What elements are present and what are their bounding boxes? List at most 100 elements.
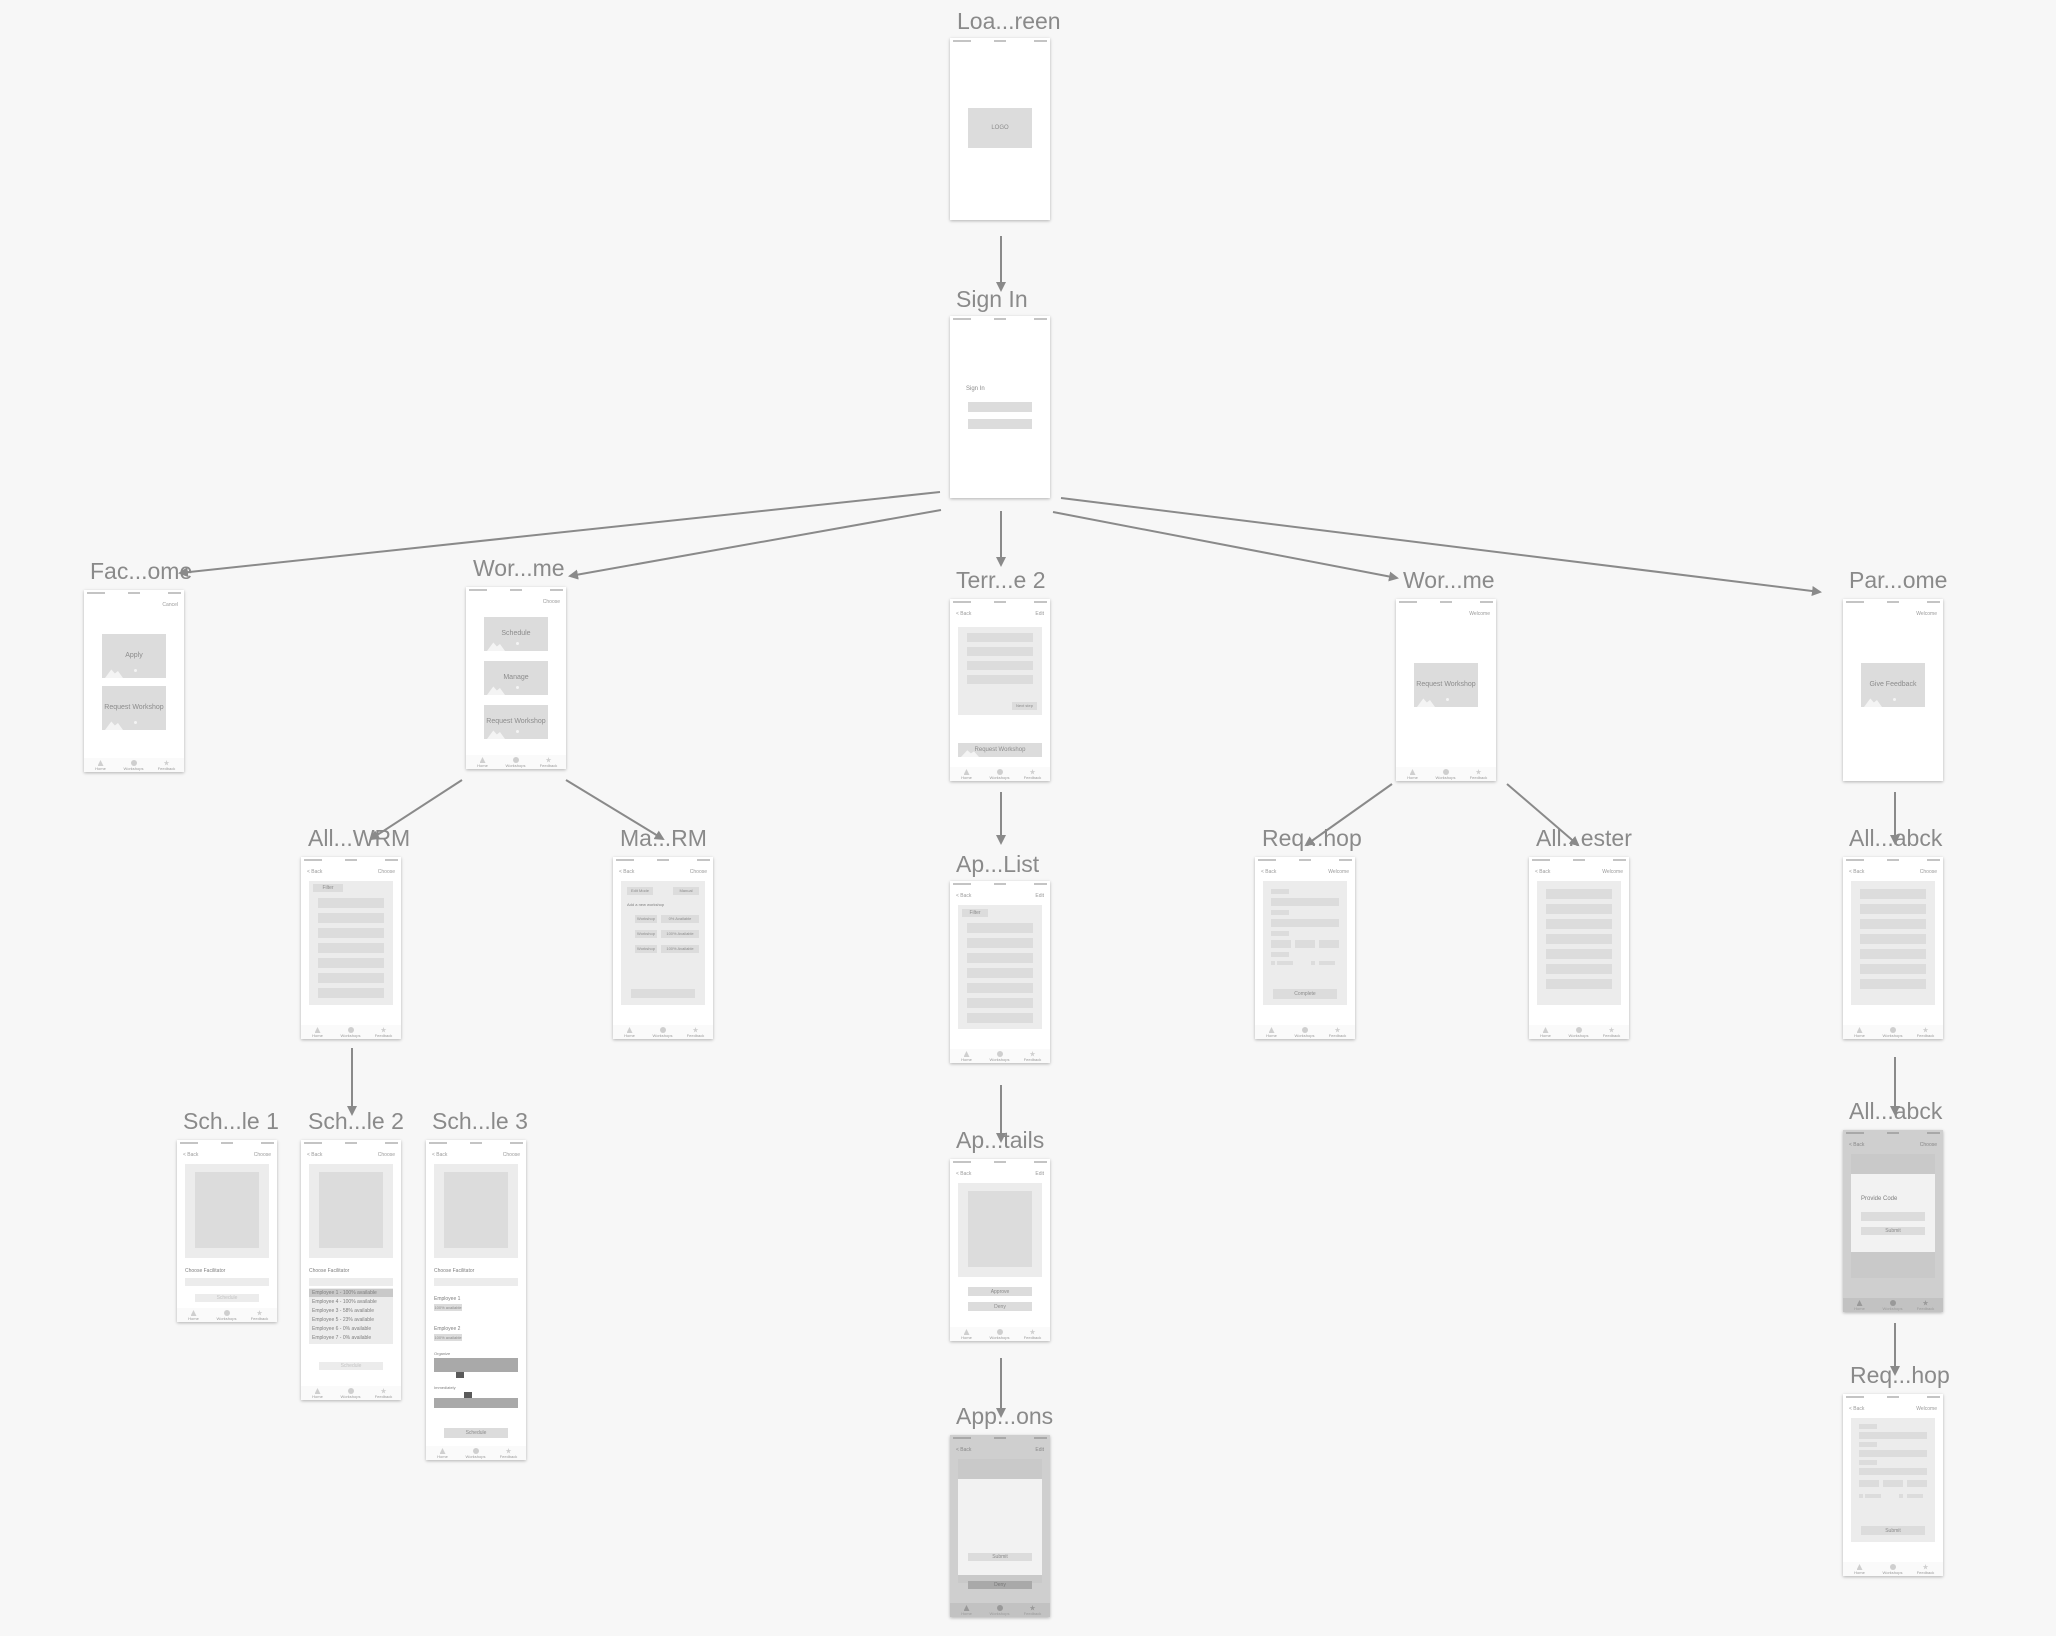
tab-workshops[interactable]: Workshops [334, 1388, 367, 1399]
tab-workshops[interactable]: Workshops [646, 1027, 679, 1038]
edit-mode-toggle[interactable]: Edit Mode [627, 887, 653, 895]
filter-chip[interactable]: Filter [313, 884, 343, 892]
tab-workshops[interactable]: Workshops [459, 1448, 492, 1459]
tab-home[interactable]: Home [950, 1605, 983, 1616]
nav-left[interactable]: < Back [956, 1171, 972, 1177]
apply-button[interactable]: Apply [102, 634, 166, 678]
facilitator-option[interactable]: Employee 7 - 0% available [312, 1335, 372, 1341]
nav-right[interactable]: Edit [1035, 1171, 1044, 1177]
facilitator-dropdown[interactable] [309, 1278, 393, 1286]
tab-home[interactable]: Home [426, 1448, 459, 1459]
tab-home[interactable]: Home [1843, 1564, 1876, 1575]
tab-home[interactable]: Home [1843, 1300, 1876, 1311]
phone-frame[interactable]: < Back Edit Approve Deny Home Workshops … [950, 1159, 1050, 1341]
code-input[interactable] [1861, 1212, 1925, 1221]
nav-left[interactable]: < Back [1261, 869, 1277, 875]
nav-right[interactable]: Edit [1035, 611, 1044, 617]
approve-button[interactable]: Approve [968, 1287, 1032, 1296]
nav-right[interactable]: Choose [377, 1152, 395, 1158]
tab-home[interactable]: Home [177, 1310, 210, 1321]
nav-left[interactable]: < Back [619, 869, 635, 875]
nav-left[interactable]: < Back [956, 611, 972, 617]
tab-feedback[interactable]: Feedback [1909, 1300, 1942, 1311]
nav-left[interactable]: < Back [307, 869, 323, 875]
nav-left[interactable]: < Back [307, 1152, 323, 1158]
tab-home[interactable]: Home [301, 1388, 334, 1399]
phone-frame[interactable]: < Back Edit Next step Request Workshop H… [950, 599, 1050, 781]
tab-feedback[interactable]: Feedback [1595, 1027, 1628, 1038]
nav-left[interactable]: < Back [1849, 1406, 1865, 1412]
nav-right[interactable]: Choose [502, 1152, 520, 1158]
nav-left[interactable]: < Back [1849, 1142, 1865, 1148]
tab-feedback[interactable]: Feedback [1016, 1605, 1049, 1616]
request-workshop-button[interactable]: Request Workshop [484, 705, 548, 739]
nav-left[interactable]: < Back [183, 1152, 199, 1158]
tab-workshops[interactable]: Workshops [983, 769, 1016, 780]
radio-option[interactable] [1859, 1494, 1863, 1498]
tab-feedback[interactable]: Feedback [532, 757, 565, 768]
tab-workshops[interactable]: Workshops [334, 1027, 367, 1038]
complete-button[interactable]: Complete [1273, 989, 1337, 999]
phone-frame[interactable]: Sign In [950, 316, 1050, 498]
save-bar[interactable] [631, 989, 695, 998]
tab-home[interactable]: Home [613, 1027, 646, 1038]
phone-frame[interactable]: < Back Choose Choose Facilitator Schedul… [177, 1140, 277, 1322]
tab-workshops[interactable]: Workshops [1876, 1564, 1909, 1575]
phone-frame[interactable]: Choose Schedule Manage Request Workshop … [466, 587, 566, 769]
phone-frame[interactable]: < Back Choose Choose Facilitator Employe… [301, 1140, 401, 1400]
tab-feedback[interactable]: Feedback [243, 1310, 276, 1321]
phone-frame[interactable]: < Back Choose Choose Facilitator Employe… [426, 1140, 526, 1460]
nav-right[interactable]: Edit [1035, 893, 1044, 899]
radio-option[interactable] [1899, 1494, 1903, 1498]
tab-feedback[interactable]: Feedback [1462, 769, 1495, 780]
phone-frame[interactable]: LOGO [950, 38, 1050, 220]
form-field[interactable] [1859, 1480, 1879, 1487]
give-feedback-button[interactable]: Give Feedback [1861, 663, 1925, 707]
tab-workshops[interactable]: Workshops [1288, 1027, 1321, 1038]
nav-left[interactable]: < Back [956, 893, 972, 899]
manage-button[interactable]: Manage [484, 661, 548, 695]
nav-right[interactable]: Choose [689, 869, 707, 875]
tab-home[interactable]: Home [1396, 769, 1429, 780]
phone-frame[interactable]: < Back Choose Edit Mode Manual Add a new… [613, 857, 713, 1039]
form-field[interactable] [1859, 1450, 1927, 1457]
workshop-row-2[interactable]: Workshop [635, 930, 657, 938]
tab-workshops[interactable]: Workshops [983, 1051, 1016, 1062]
phone-frame[interactable]: < Back Welcome Home Workshops Feedback [1529, 857, 1629, 1039]
tab-feedback[interactable]: Feedback [1909, 1027, 1942, 1038]
schedule-button[interactable]: Schedule [444, 1428, 508, 1438]
phone-frame[interactable]: < Back Welcome Submit Home Workshops Fee… [1843, 1394, 1943, 1576]
nav-right[interactable]: Choose [1919, 869, 1937, 875]
timeline-handle-1[interactable] [456, 1372, 464, 1378]
request-workshop-button[interactable]: Request Workshop [958, 743, 1042, 757]
nav-right[interactable]: Edit [1035, 1447, 1044, 1453]
tab-home[interactable]: Home [466, 757, 499, 768]
tab-feedback[interactable]: Feedback [367, 1027, 400, 1038]
nav-left[interactable]: < Back [956, 1447, 972, 1453]
submit-button[interactable]: Submit [1861, 1526, 1925, 1535]
facilitator-option[interactable]: Employee 4 - 100% available [312, 1299, 377, 1305]
nav-right[interactable]: Choose [1919, 1142, 1937, 1148]
nav-right[interactable]: Cancel [162, 602, 178, 608]
phone-frame[interactable]: Cancel Apply Request Workshop Home Works… [84, 590, 184, 772]
tab-feedback[interactable]: Feedback [1016, 1051, 1049, 1062]
nav-right[interactable]: Welcome [1916, 1406, 1937, 1412]
nav-right[interactable]: Choose [377, 869, 395, 875]
tab-feedback[interactable]: Feedback [367, 1388, 400, 1399]
tab-home[interactable]: Home [1529, 1027, 1562, 1038]
radio-option[interactable] [1271, 961, 1275, 965]
filter-chip[interactable]: Filter [962, 909, 988, 917]
next-step-button[interactable]: Next step [1012, 702, 1037, 710]
tab-workshops[interactable]: Workshops [210, 1310, 243, 1321]
schedule-button[interactable]: Schedule [484, 617, 548, 651]
tab-home[interactable]: Home [950, 769, 983, 780]
form-field[interactable] [1271, 898, 1339, 906]
form-field[interactable] [1907, 1480, 1927, 1487]
nav-right[interactable]: Welcome [1469, 611, 1490, 617]
tab-workshops[interactable]: Workshops [1876, 1300, 1909, 1311]
tab-workshops[interactable]: Workshops [1429, 769, 1462, 780]
facilitator-option[interactable]: Employee 1 - 100% available [312, 1290, 377, 1296]
username-field[interactable] [968, 402, 1032, 412]
submit-button[interactable]: Submit [968, 1553, 1032, 1561]
tab-home[interactable]: Home [1255, 1027, 1288, 1038]
